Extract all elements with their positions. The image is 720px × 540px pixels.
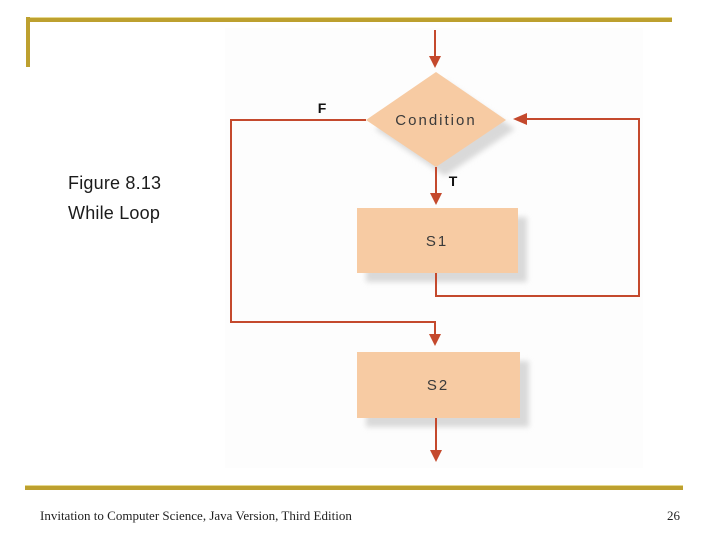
connector-lines [230, 30, 640, 450]
shape-labels: Condition S1 S2 [395, 112, 476, 394]
bottom-accent-line [25, 485, 683, 490]
exit-arrowhead [430, 450, 442, 462]
s2-box [357, 352, 520, 418]
arrowheads [429, 56, 527, 462]
false-branch-connector [230, 119, 436, 334]
condition-diamond [366, 72, 506, 167]
s2-label: S2 [427, 377, 449, 394]
top-accent-corner [26, 17, 30, 67]
footer-book-title: Invitation to Computer Science, Java Ver… [40, 508, 352, 523]
figure-caption-line1: Figure 8.13 [68, 173, 162, 193]
condition-label: Condition [395, 112, 476, 129]
top-accent-line [26, 17, 672, 22]
loop-back-connector [435, 118, 640, 297]
entry-arrowhead [429, 56, 441, 68]
flowchart-svg: Condition S1 S2 F T [230, 30, 640, 462]
figure-caption: Figure 8.13 While Loop [68, 168, 161, 228]
figure-caption-line2: While Loop [68, 203, 161, 223]
loop-back-arrowhead [513, 113, 527, 125]
branch-labels: F T [318, 100, 458, 189]
flowchart-diagram: Condition S1 S2 F T [225, 28, 643, 468]
true-branch-label: T [449, 173, 458, 189]
true-branch-arrowhead [430, 193, 442, 205]
s1-label: S1 [426, 233, 448, 250]
false-branch-arrowhead [429, 334, 441, 346]
footer-page-number: 26 [667, 508, 680, 523]
false-branch-label: F [318, 100, 327, 116]
s1-box [357, 208, 518, 273]
